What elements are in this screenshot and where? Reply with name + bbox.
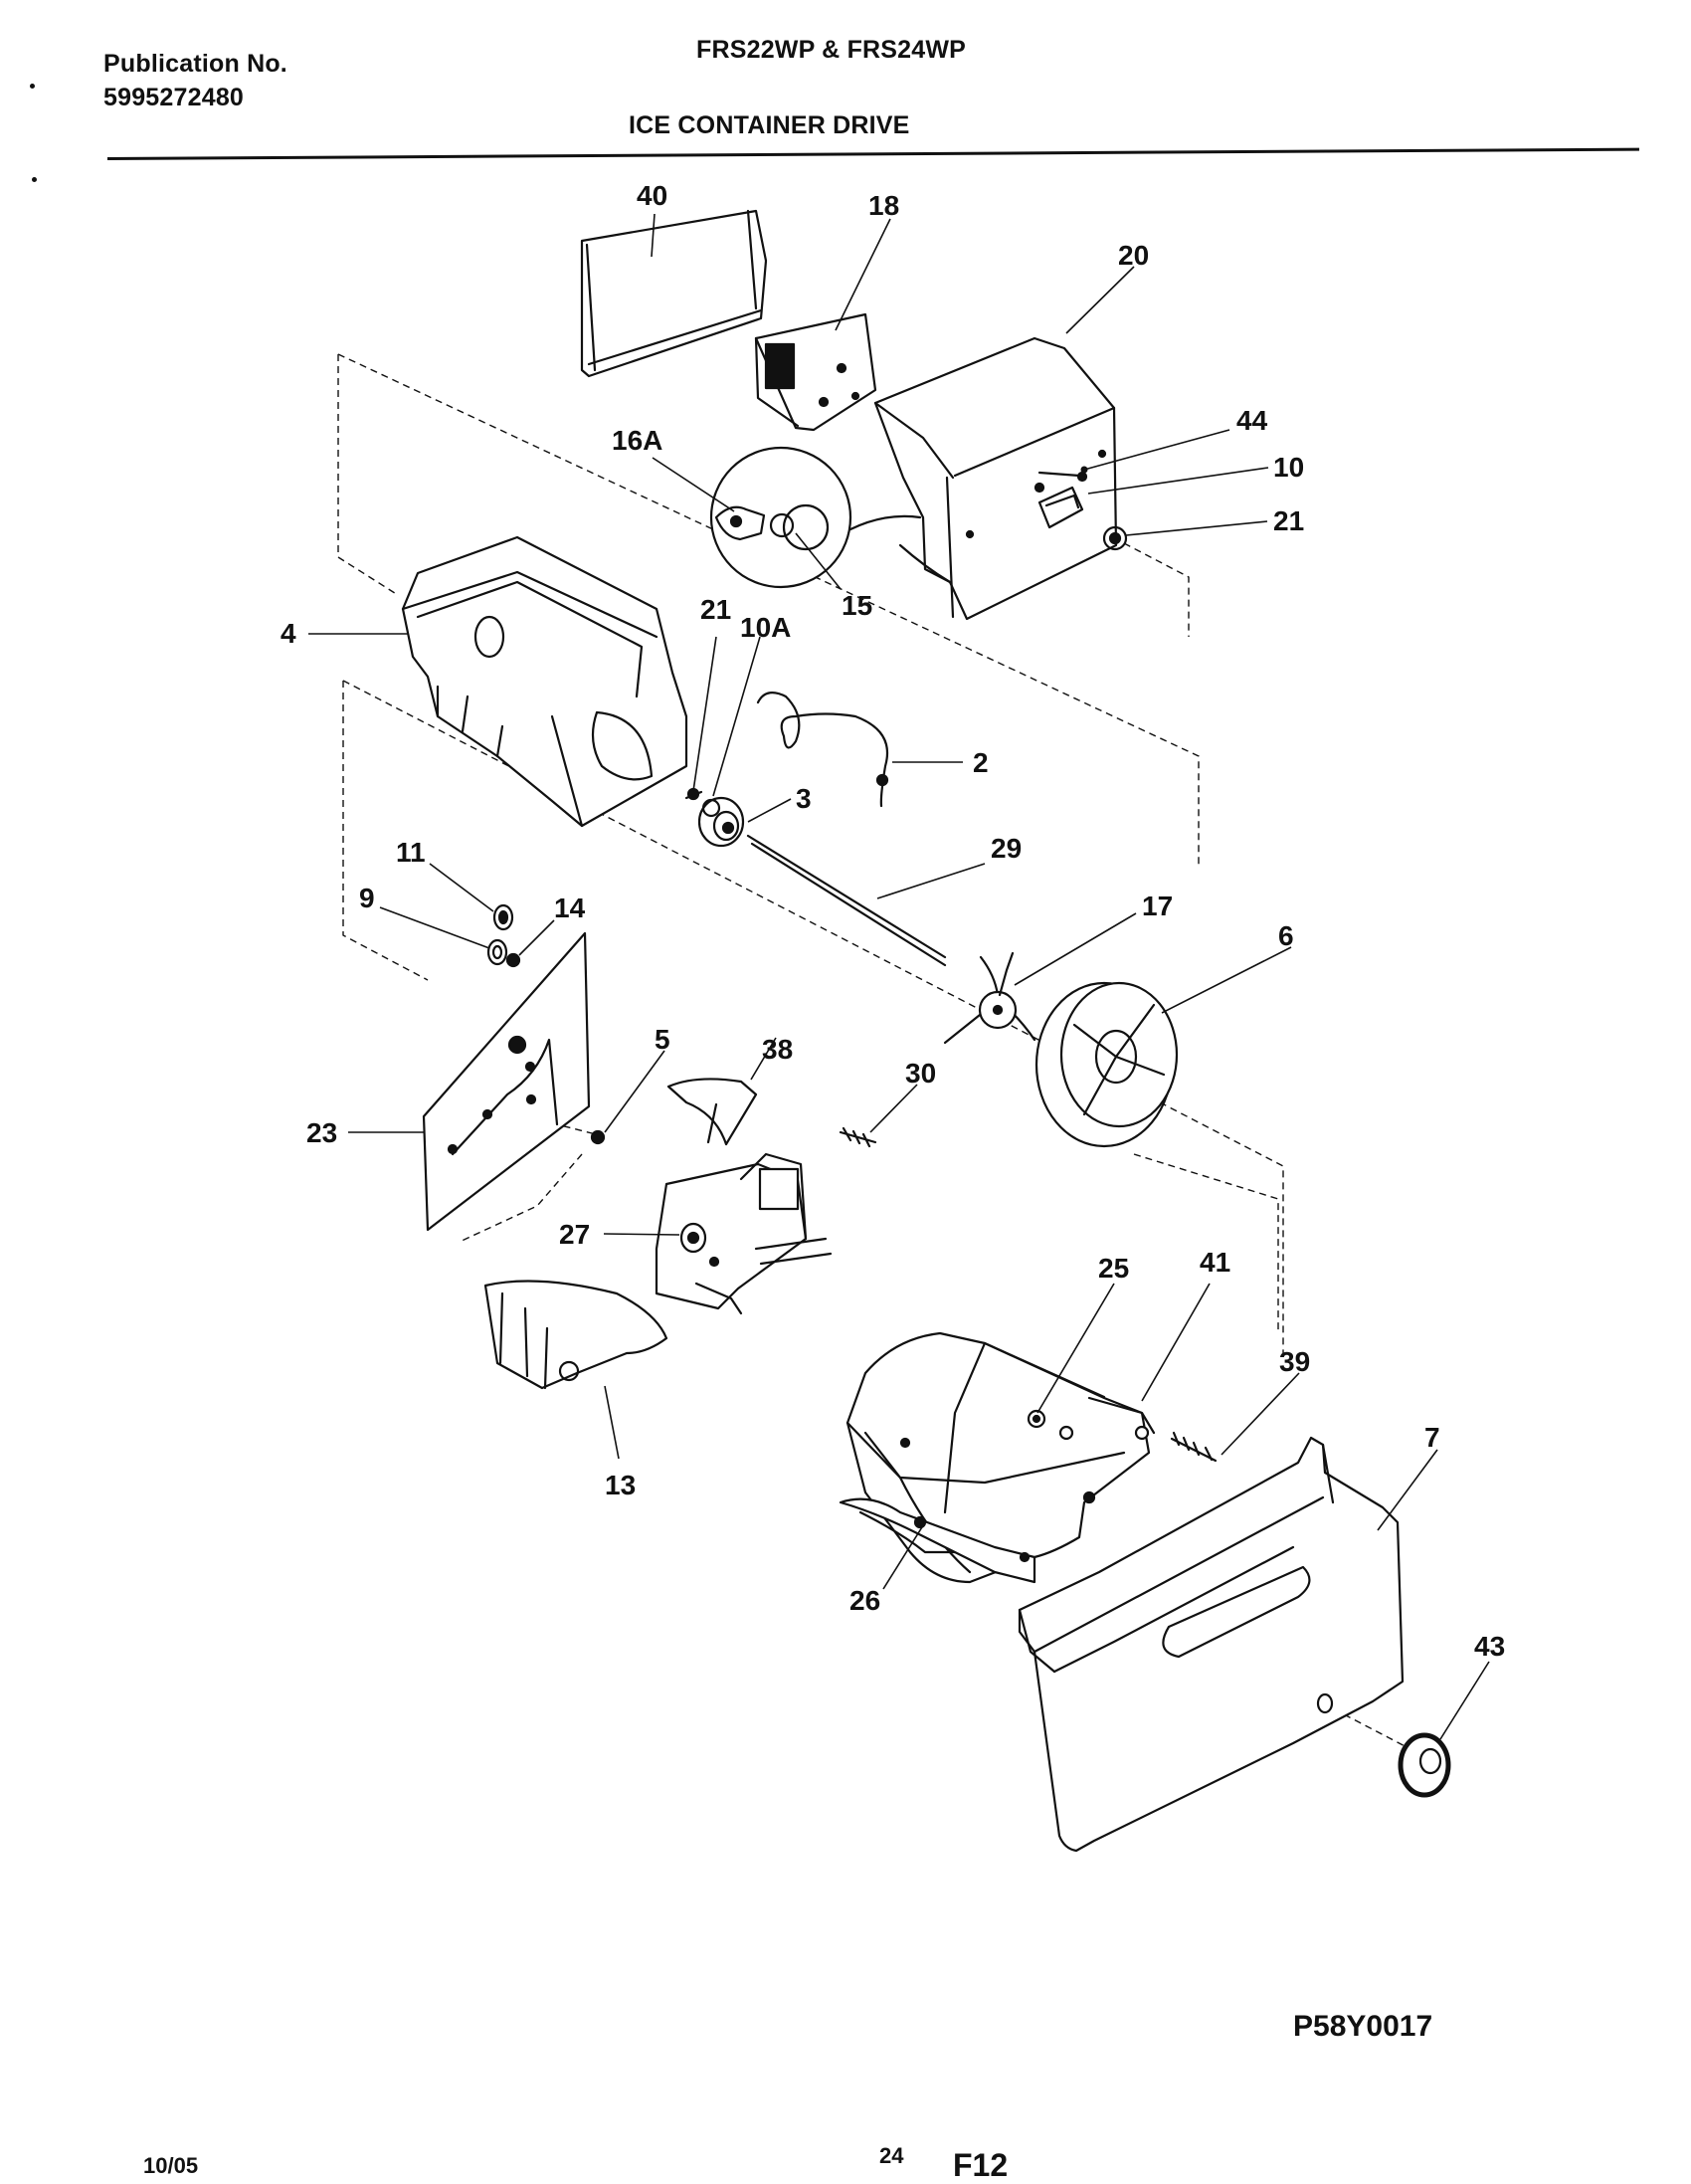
part-4-ice-bin-frame (401, 535, 688, 828)
callout-17: 17 (1142, 891, 1173, 921)
callout-29: 29 (991, 833, 1022, 864)
part-2-wire (756, 692, 889, 808)
scan-speck (32, 177, 37, 182)
part-39-screw (1170, 1431, 1218, 1463)
callout-44: 44 (1236, 405, 1268, 436)
date-code: 10/05 (143, 2153, 199, 2178)
part-23-cover-plate (422, 931, 591, 1232)
part-21-nut-left (684, 787, 703, 801)
callout-21-left: 21 (700, 594, 731, 625)
part-40-shelf (580, 209, 768, 378)
leader-lines (308, 213, 1490, 1740)
callout-39: 39 (1279, 1346, 1310, 1377)
callout-21-right: 21 (1273, 505, 1304, 536)
callout-38: 38 (762, 1034, 793, 1065)
part-13-chute (483, 1280, 668, 1390)
callout-18: 18 (868, 190, 899, 221)
part-43-knob (1398, 1732, 1451, 1798)
callout-4: 4 (281, 618, 296, 649)
part-25-auger-housing (846, 1331, 1151, 1584)
part-38-bracket (666, 1078, 758, 1146)
detail-circle-16a-15 (709, 446, 922, 589)
part-17-agitator (943, 951, 1036, 1045)
part-6-drive-wheel (1034, 981, 1179, 1148)
part-29-shaft (746, 834, 947, 967)
part-11-washer (492, 903, 514, 931)
callout-10: 10 (1273, 452, 1304, 483)
callout-14: 14 (554, 893, 586, 923)
callout-27: 27 (559, 1219, 590, 1250)
part-7-ice-container (1018, 1436, 1405, 1853)
callout-25: 25 (1098, 1253, 1129, 1284)
callout-41: 41 (1200, 1247, 1230, 1278)
hidden-line-frames (337, 353, 1415, 1752)
part-20-housing (873, 336, 1118, 621)
page-code: F12 (953, 2147, 1009, 2183)
callout-11: 11 (396, 837, 426, 868)
publication-label: Publication No. (103, 50, 287, 78)
callout-3: 3 (796, 783, 812, 814)
callout-10a: 10A (740, 612, 791, 643)
page-number: 24 (879, 2143, 904, 2168)
callout-9: 9 (359, 883, 375, 913)
callout-20: 20 (1118, 240, 1149, 271)
callout-15: 15 (842, 590, 872, 621)
part-3-gear (697, 796, 745, 848)
callout-13: 13 (605, 1470, 636, 1500)
callout-43: 43 (1474, 1631, 1505, 1662)
drawing-code: P58Y0017 (1293, 2010, 1433, 2043)
part-9-washer (486, 938, 508, 966)
part-14-spacer (505, 952, 521, 968)
part-41-frame (983, 1341, 1156, 1435)
part-21-nut-right (1102, 525, 1128, 551)
callout-7: 7 (1424, 1422, 1440, 1453)
section-title: ICE CONTAINER DRIVE (629, 111, 910, 139)
callout-labels: 40 18 20 44 10 21 16A 15 4 21 10A 2 3 29… (281, 180, 1505, 1662)
publication-number: 5995272480 (103, 84, 245, 111)
callout-26: 26 (849, 1585, 880, 1616)
part-5-screw (590, 1129, 606, 1145)
callout-23: 23 (306, 1117, 337, 1148)
callout-6: 6 (1278, 920, 1294, 951)
callout-16a: 16A (612, 425, 662, 456)
model-numbers: FRS22WP & FRS24WP (696, 36, 967, 64)
callout-30: 30 (905, 1058, 936, 1089)
part-27-motor-bracket (655, 1152, 833, 1315)
part-10-switch (1037, 486, 1084, 529)
part-18-motor-assembly (754, 312, 877, 432)
callout-5: 5 (655, 1024, 670, 1055)
callout-40: 40 (637, 180, 667, 211)
scan-speck (30, 84, 35, 89)
part-30-screw (839, 1126, 877, 1148)
callout-2: 2 (973, 747, 989, 778)
